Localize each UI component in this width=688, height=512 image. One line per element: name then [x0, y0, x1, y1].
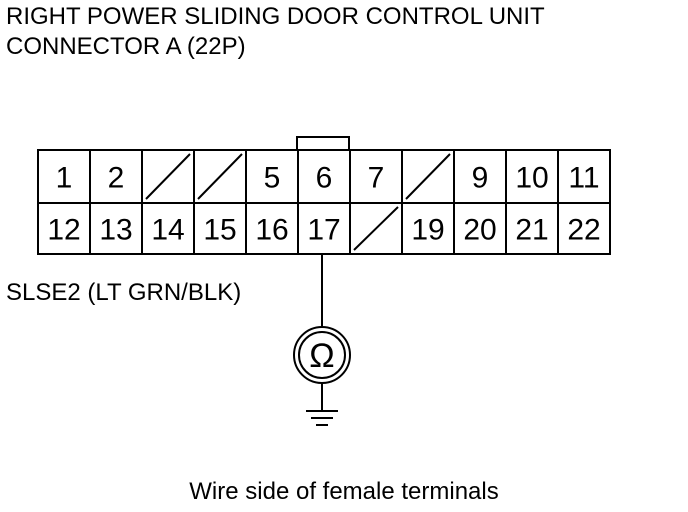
terminal-cell: 7 [349, 149, 403, 204]
diagram-caption: Wire side of female terminals [189, 478, 499, 505]
terminal-number: 17 [307, 214, 340, 247]
diagram-title-line-2: CONNECTOR A (22P) [6, 33, 246, 60]
terminal-number: 20 [463, 214, 496, 247]
terminal-cell: 10 [505, 149, 559, 204]
wire-label: SLSE2 (LT GRN/BLK) [6, 279, 242, 306]
terminal-cell: 5 [245, 149, 299, 204]
terminal-cell: 19 [401, 202, 455, 255]
terminal-cell: 1 [37, 149, 91, 204]
terminal-number: 1 [56, 162, 73, 195]
terminal-number: 10 [515, 162, 548, 195]
unused-terminal-slash [197, 153, 243, 200]
unused-terminal-slash [145, 153, 191, 200]
terminal-cell: 11 [557, 149, 611, 204]
terminal-number: 15 [203, 214, 236, 247]
terminal-cell: 22 [557, 202, 611, 255]
terminal-cell: 21 [505, 202, 559, 255]
terminal-number: 7 [368, 162, 385, 195]
terminal-cell: 16 [245, 202, 299, 255]
terminal-cell: 17 [297, 202, 351, 255]
terminal-number: 11 [568, 162, 599, 195]
terminal-cell: 9 [453, 149, 507, 204]
terminal-cell [349, 202, 403, 255]
terminal-number: 6 [316, 162, 333, 195]
unused-terminal-slash [405, 153, 451, 200]
terminal-cell: 15 [193, 202, 247, 255]
terminal-number: 16 [255, 214, 288, 247]
ohm-symbol: Ω [309, 337, 334, 375]
diagram-title-line-1: RIGHT POWER SLIDING DOOR CONTROL UNIT [6, 3, 545, 30]
terminal-number: 2 [108, 162, 125, 195]
terminal-number: 19 [411, 214, 444, 247]
terminal-cell [193, 149, 247, 204]
terminal-cell: 14 [141, 202, 195, 255]
terminal-cell [401, 149, 455, 204]
terminal-number: 22 [567, 214, 600, 247]
ground-icon [306, 383, 338, 426]
terminal-number: 21 [515, 214, 548, 247]
terminal-number: 9 [472, 162, 489, 195]
connector-lock-tab [296, 136, 350, 151]
terminal-number: 12 [47, 214, 80, 247]
terminal-cell: 6 [297, 149, 351, 204]
terminal-number: 5 [264, 162, 281, 195]
terminal-cell: 20 [453, 202, 507, 255]
terminal-number: 14 [151, 214, 184, 247]
unused-terminal-slash [353, 206, 399, 251]
terminal-cell: 12 [37, 202, 91, 255]
terminal-cell: 2 [89, 149, 143, 204]
ohmmeter-icon: Ω [293, 326, 351, 384]
terminal-cell: 13 [89, 202, 143, 255]
terminal-number: 13 [99, 214, 132, 247]
terminal-cell [141, 149, 195, 204]
